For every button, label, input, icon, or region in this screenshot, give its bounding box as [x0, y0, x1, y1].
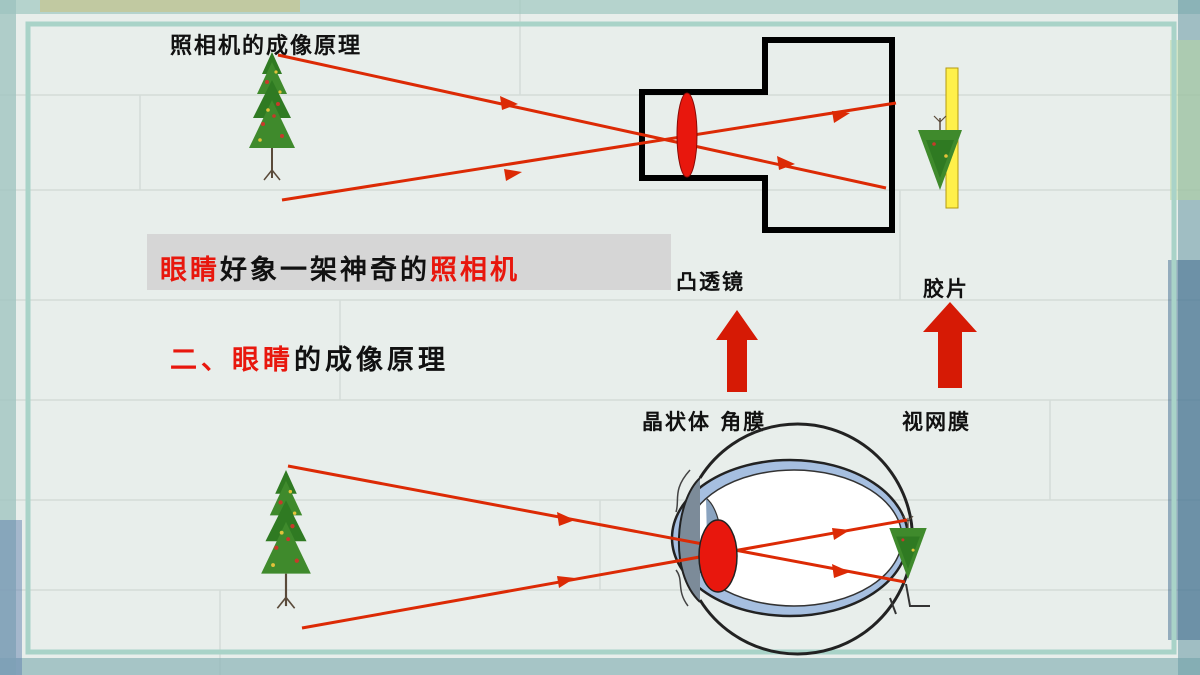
banner-middle: 好象一架神奇的 [220, 255, 430, 286]
up-arrow-lens [716, 310, 758, 392]
ray-arrow-4 [832, 111, 850, 123]
eye-ray-bottom-to-top [301, 518, 908, 630]
camera-light-rays [277, 53, 897, 202]
label-lens-cornea: 晶状体 角膜 [642, 409, 767, 434]
section-number: 二、 [170, 345, 232, 376]
label-film: 胶片 [923, 276, 969, 301]
banner-highlight-eye: 眼睛 [160, 255, 220, 286]
eye-ray-arrows [557, 512, 850, 588]
eye-ray-arrow-2 [832, 564, 850, 578]
eye-ray-arrow-4 [832, 528, 850, 540]
ray-arrow-2 [777, 156, 795, 170]
banner-box [147, 234, 671, 290]
eye-light-rays [287, 464, 908, 630]
object-tree-eye [260, 468, 312, 610]
camera-body [639, 37, 895, 233]
section-rest: 的成像原理 [294, 345, 449, 376]
camera-convex-lens [676, 92, 698, 178]
section-highlight: 眼睛 [232, 345, 294, 376]
slide-frame [25, 21, 1177, 655]
eye-ray-arrow-1 [557, 512, 575, 526]
label-convex-lens: 凸透镜 [676, 269, 745, 294]
up-arrow-film [923, 302, 977, 388]
section-heading: 二、眼睛的成像原理 [170, 338, 449, 377]
ray-arrow-1 [500, 96, 518, 110]
eye-ray-arrow-3 [557, 576, 575, 588]
eye-ray-top-to-bottom [287, 464, 906, 584]
eye-crystalline-lens [698, 519, 738, 593]
ray-top-to-bottom [277, 53, 887, 190]
ray-arrow-3 [504, 169, 522, 181]
banner-highlight-camera: 照相机 [430, 255, 520, 286]
camera-ray-arrows [500, 96, 850, 181]
ray-bottom-to-top [281, 101, 897, 202]
page-title: 照相机的成像原理 [170, 33, 363, 59]
banner-text: 眼睛好象一架神奇的照相机 [160, 248, 520, 287]
label-retina: 视网膜 [902, 409, 971, 434]
object-tree-camera [248, 51, 296, 181]
